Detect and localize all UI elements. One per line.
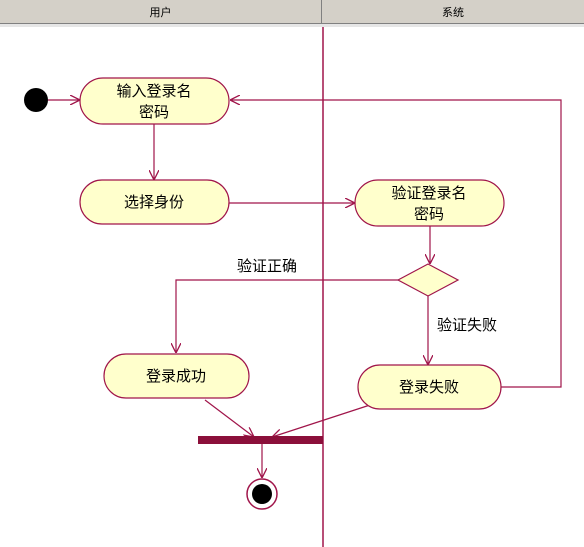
flow-success-to-join bbox=[204, 399, 254, 437]
activity-input-login-label-2: 密码 bbox=[139, 103, 169, 121]
activity-input-login-label-1: 输入登录名 bbox=[116, 82, 191, 100]
flow-failed-to-join bbox=[272, 404, 371, 437]
activity-login-failed-label: 登录失败 bbox=[399, 378, 459, 396]
activity-input-login bbox=[79, 77, 230, 125]
activity-verify-login-label-2: 密码 bbox=[414, 205, 444, 223]
activity-verify-login-label-1: 验证登录名 bbox=[391, 184, 466, 202]
initial-node bbox=[24, 88, 48, 112]
guard-verify-correct: 验证正确 bbox=[237, 257, 297, 275]
activity-login-success-label: 登录成功 bbox=[146, 367, 206, 385]
activity-select-identity bbox=[79, 179, 230, 225]
final-node-inner bbox=[252, 484, 272, 504]
activity-select-identity-label: 选择身份 bbox=[124, 193, 184, 211]
header-divider bbox=[0, 24, 584, 27]
decision-node bbox=[396, 263, 460, 297]
activity-login-failed bbox=[357, 364, 502, 410]
swimlane-header-user: 用户 bbox=[0, 0, 322, 24]
guard-verify-failed: 验证失败 bbox=[437, 316, 497, 334]
swimlane-header-system: 系统 bbox=[322, 0, 584, 24]
activity-verify-login bbox=[354, 179, 505, 227]
sync-bar bbox=[198, 436, 323, 444]
flow-decision-to-success bbox=[176, 279, 398, 353]
activity-login-success bbox=[103, 353, 250, 399]
flow-failed-to-input bbox=[230, 100, 562, 388]
